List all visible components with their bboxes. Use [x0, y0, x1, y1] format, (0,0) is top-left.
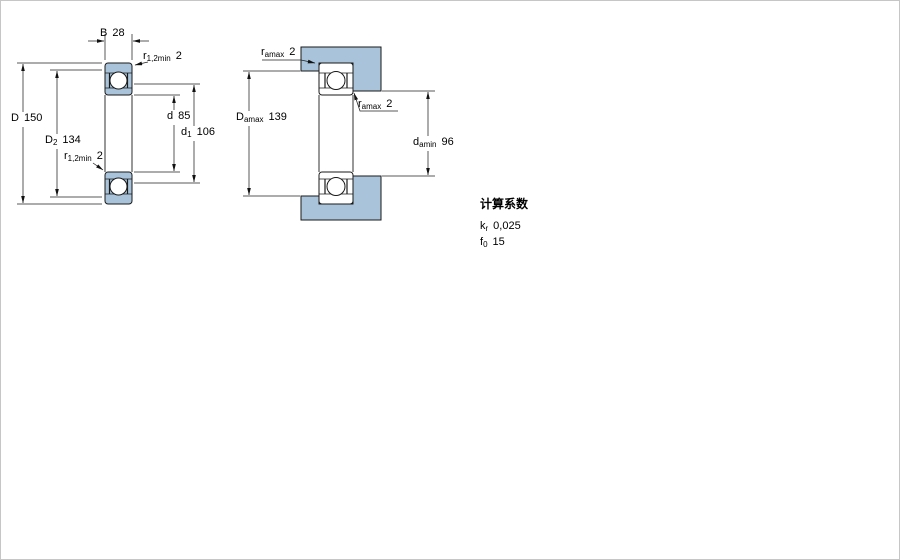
- dim-symbol: d: [167, 110, 174, 122]
- bore-lines-right: [318, 95, 354, 172]
- dim-label-ra-max-mid: ramax 2: [358, 98, 392, 113]
- right-dimension-lines: [243, 59, 435, 197]
- calculation-factors-title: 计算系数: [480, 197, 529, 211]
- dim-subscript: amax: [243, 115, 264, 124]
- dim-label-da-min: damin 96: [412, 136, 455, 151]
- dim-symbol: r: [64, 150, 68, 162]
- dim-value: 134: [62, 134, 81, 146]
- dim-symbol: D: [45, 134, 53, 146]
- dim-label-r12min-top: r1,2min 2: [143, 50, 182, 65]
- dim-subscript: amin: [419, 140, 437, 149]
- ball-bottom-right: [326, 177, 346, 196]
- dim-symbol: r: [143, 50, 147, 62]
- abutment-bearing-section-top: [318, 62, 354, 96]
- factor-f0: f0 15: [480, 236, 505, 251]
- dim-subscript: 1: [187, 130, 192, 139]
- dim-subscript: amax: [361, 102, 382, 111]
- dim-symbol: r: [261, 46, 265, 58]
- dim-symbol: d: [181, 126, 188, 138]
- dim-symbol: B: [100, 27, 108, 39]
- dim-symbol: r: [358, 98, 362, 110]
- bearing-section-top: [104, 62, 133, 96]
- bearing-cross-section-figure: [17, 34, 200, 205]
- abutment-bearing-section-bottom: [318, 171, 354, 205]
- dim-value: 106: [196, 126, 215, 138]
- factor-symbol: f: [480, 236, 484, 248]
- dim-symbol: D: [11, 112, 19, 124]
- dim-label-width-B: B 28: [100, 27, 125, 42]
- dim-value: 2: [386, 98, 393, 110]
- dim-value: 2: [96, 150, 103, 162]
- dim-label-ra-max-top: ramax 2: [261, 46, 295, 61]
- bearing-section-bottom: [104, 171, 133, 205]
- ball-top-right: [326, 71, 346, 90]
- dim-subscript: amax: [264, 50, 285, 59]
- housing-shoulder-top: [300, 46, 382, 92]
- ball-top: [109, 71, 128, 90]
- factor-subscript: r: [485, 224, 489, 233]
- factor-symbol: k: [480, 220, 486, 232]
- dim-symbol: d: [413, 136, 420, 148]
- dim-value: 96: [441, 136, 454, 148]
- dim-value: 2: [289, 46, 296, 58]
- dim-value: 2: [175, 50, 182, 62]
- bore-lines: [104, 95, 133, 172]
- dim-label-r12min-bottom: r1,2min 2: [64, 150, 103, 165]
- dim-value: 150: [23, 112, 43, 124]
- dim-label-bore-diameter-d: d 85: [166, 110, 192, 125]
- dim-symbol: D: [236, 111, 244, 123]
- ball-bottom: [109, 177, 128, 196]
- dim-label-Da-max: Damax 139: [235, 111, 288, 126]
- factor-value: 15: [492, 236, 505, 248]
- dim-label-shoulder-diameter-d1: d1 106: [180, 126, 216, 141]
- abutment-figure: [243, 46, 435, 221]
- left-dimension-lines: [17, 34, 200, 205]
- dim-value: 28: [112, 27, 125, 39]
- factor-value: 0,025: [493, 220, 521, 232]
- dim-label-recess-diameter-D2: D2 134: [44, 134, 82, 149]
- shaft-shoulder-bottom: [300, 175, 382, 221]
- dim-value: 85: [178, 110, 191, 122]
- dim-value: 139: [268, 111, 287, 123]
- dim-label-outer-diameter-D: D 150: [10, 112, 44, 127]
- factor-kr: kr 0,025: [480, 220, 521, 235]
- factor-subscript: 0: [483, 240, 488, 249]
- dim-subscript: 2: [52, 138, 58, 147]
- dim-subscript: 1,2min: [67, 154, 92, 163]
- dim-subscript: 1,2min: [146, 54, 171, 63]
